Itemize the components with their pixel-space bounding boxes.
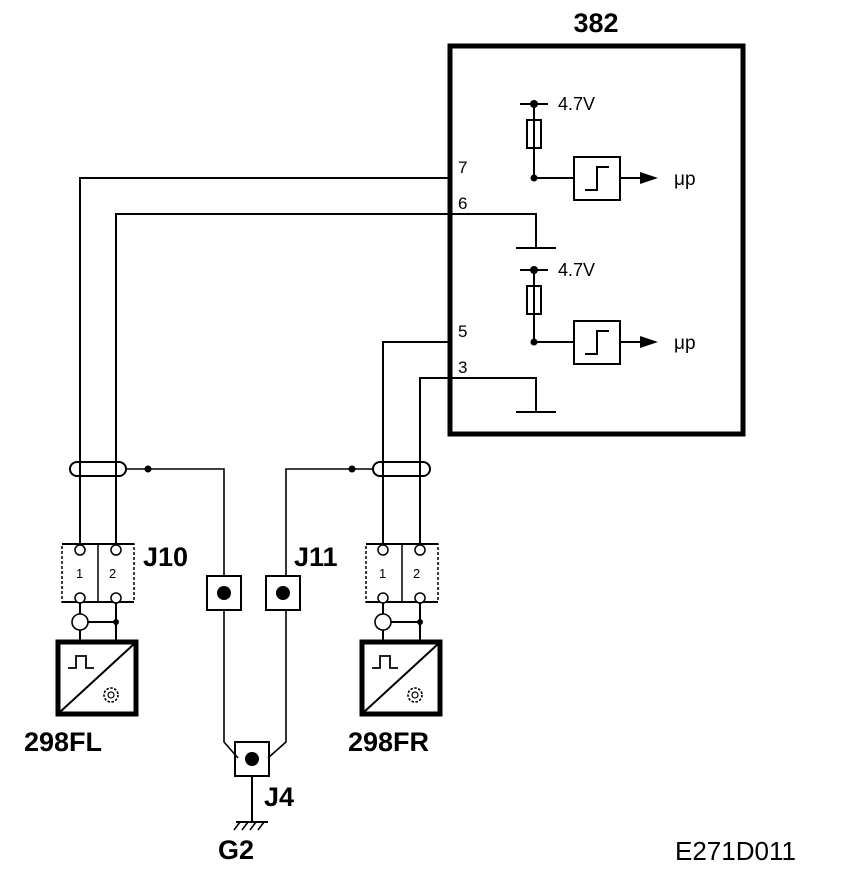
sensor-298fl — [55, 639, 139, 717]
output-arrow-upper — [640, 172, 658, 184]
pullup-voltage-upper: 4.7V — [558, 94, 595, 114]
ecu-pin-3: 3 — [458, 358, 467, 377]
splice-j4-label: J4 — [264, 782, 294, 812]
wire-fl-pin1 — [79, 177, 450, 544]
drain-left-to-j4 — [223, 610, 239, 759]
wire-fr-pin2 — [419, 377, 450, 544]
pullup-resistor-lower — [526, 285, 542, 315]
gear-icon — [103, 687, 119, 703]
pin-label-1: 1 — [76, 566, 83, 581]
shield-sleeve-right — [372, 461, 431, 477]
output-upper: μp — [674, 169, 696, 190]
connector-j11-label: J11 — [294, 542, 338, 572]
pin-label-2: 2 — [413, 566, 420, 581]
connector-j10-terminal — [206, 575, 242, 611]
ecu-ground-pin6 — [450, 213, 556, 249]
wire-fl-pin2 — [115, 213, 450, 544]
pulse-icon — [372, 655, 398, 669]
pullup-resistor-upper — [526, 119, 542, 149]
connector-j10-label: J10 — [143, 542, 188, 572]
splice-j4 — [234, 741, 270, 822]
ecu-label: 382 — [573, 8, 618, 38]
shield-drain-left — [126, 468, 225, 576]
drain-right-to-j4 — [267, 610, 287, 759]
sensor-connector-right: 1 2 — [365, 543, 439, 642]
sensor-298fr — [359, 639, 443, 717]
sensor-label-298fl: 298FL — [24, 727, 102, 757]
shield-sleeve-left — [69, 461, 127, 477]
ecu-ground-pin3 — [450, 377, 556, 413]
ecu-input-circuit-lower: 4.7V μp — [520, 260, 696, 365]
ecu-382: 382 — [447, 8, 746, 437]
pullup-voltage-lower: 4.7V — [558, 260, 595, 280]
ground-label: G2 — [218, 835, 254, 865]
figure-code: E271D011 — [675, 836, 796, 866]
ground-symbol — [233, 821, 268, 831]
supply-node — [530, 266, 538, 274]
connector-j11-terminal — [265, 575, 301, 611]
wire-fr-pin1 — [382, 341, 450, 544]
supply-node — [530, 100, 538, 108]
pin-label-1: 1 — [379, 566, 386, 581]
ecu-pin-5: 5 — [458, 322, 467, 341]
ecu-pin-7: 7 — [458, 158, 467, 177]
wire-harness — [69, 177, 450, 759]
sensor-label-298fr: 298FR — [348, 727, 429, 757]
sensor-connector-left: 1 2 — [61, 543, 135, 642]
gear-icon — [407, 687, 423, 703]
output-lower: μp — [674, 333, 696, 354]
ecu-box — [447, 43, 746, 437]
ecu-pin-6: 6 — [458, 194, 467, 213]
output-arrow-lower — [640, 336, 658, 348]
pulse-icon — [68, 655, 94, 669]
pin-label-2: 2 — [109, 566, 116, 581]
shield-drain-right — [285, 468, 373, 576]
ecu-input-circuit-upper: 4.7V μp — [520, 94, 696, 201]
